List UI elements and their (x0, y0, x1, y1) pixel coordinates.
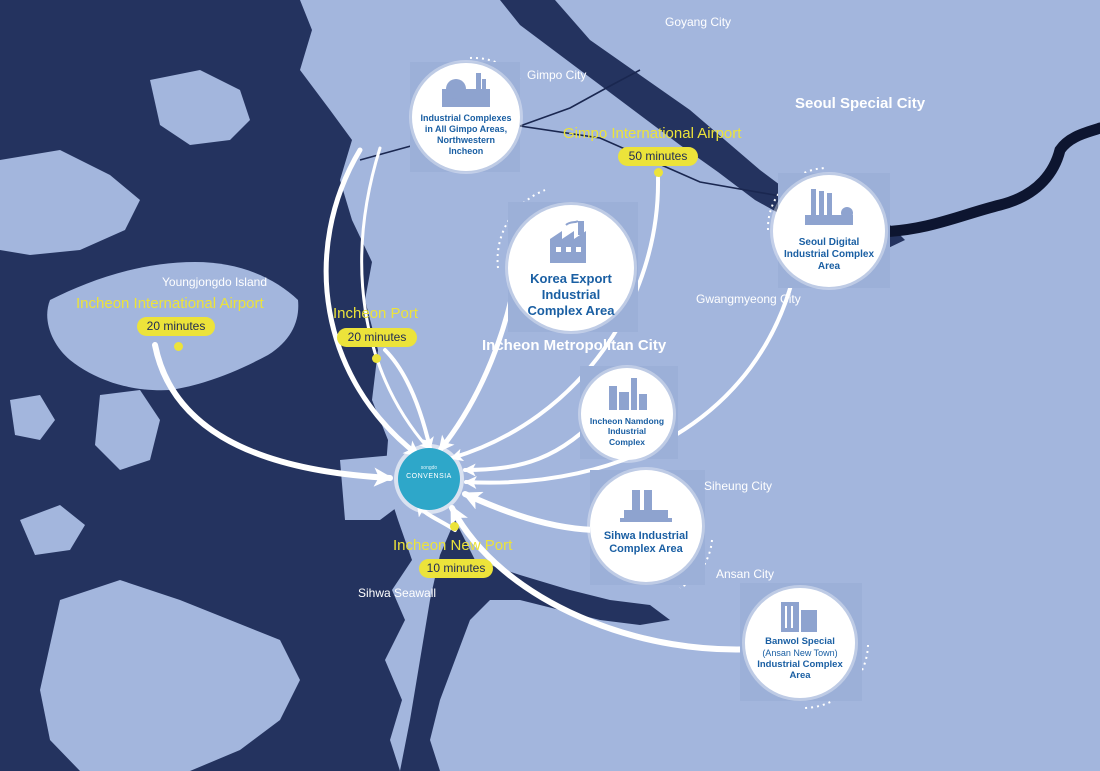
incheon-new-port-name: Incheon New Port (393, 537, 513, 554)
gimpo-airport-time: 50 minutes (618, 147, 698, 166)
factory-icon (550, 220, 586, 263)
industrial-plant-icon (442, 73, 490, 107)
complex-banwol-name: Banwol Special(Ansan New Town)Industrial… (757, 636, 843, 682)
han-river (500, 0, 905, 252)
songdo-reclaimed-land (340, 455, 400, 520)
industrial-buildings-icon (609, 378, 647, 410)
gimpo-airport-marker (654, 168, 663, 177)
arrow-sihwa (462, 491, 603, 533)
incheon-new-port-marker (450, 522, 459, 531)
incheon-airport-time: 20 minutes (137, 317, 215, 336)
logo-small-text: songdo (420, 465, 438, 471)
incheon-metro-label: Incheon Metropolitan City (482, 337, 667, 354)
arrow-incheon-airport (152, 342, 394, 487)
small-island (20, 505, 85, 555)
han-river-upper (874, 122, 1100, 238)
gimpo-city-label: Gimpo City (527, 68, 587, 82)
factory-chimneys-icon (805, 189, 853, 225)
incheon-port-marker (372, 354, 381, 363)
arrow-gimpo-complex-inner (360, 146, 430, 450)
incheon-port-time: 20 minutes (337, 328, 417, 347)
incheon-airport-marker (174, 342, 183, 351)
seoul-city-label: Seoul Special City (795, 95, 926, 112)
incheon-airport-name: Incheon International Airport (76, 295, 264, 312)
incheon-new-port-time: 10 minutes (419, 559, 493, 578)
arrow-gimpo-airport (449, 176, 661, 462)
southwest-island (95, 390, 160, 470)
sihwa-seawall-label: Sihwa Seawall (358, 586, 437, 600)
small-island (10, 395, 55, 440)
southern-islands (40, 580, 300, 771)
gimpo-airport-name: Gimpo International Airport (563, 125, 742, 142)
road (519, 69, 641, 127)
arrow-gimpo-complex (323, 147, 421, 458)
ansan-city-label: Ansan City (716, 567, 775, 581)
complex-banwol: Banwol Special(Ansan New Town)Industrial… (745, 588, 855, 698)
office-buildings-icon (781, 602, 817, 632)
gwangmyeong-city-label: Gwangmyeong City (696, 292, 801, 306)
youngjongdo-label: Youngjongdo Island (162, 275, 267, 289)
power-plant-icon (620, 490, 672, 522)
northwest-island (150, 70, 250, 145)
logo-main-text: CONVENSIA (406, 473, 452, 480)
arrow-incheon-port (383, 348, 434, 451)
south-coast-water (400, 520, 670, 771)
siheung-city-label: Siheung City (704, 479, 773, 493)
western-island (0, 150, 140, 255)
arrow-banwol (449, 505, 773, 653)
goyang-city-label: Goyang City (665, 15, 732, 29)
songdo-convensia-logo: songdo CONVENSIA (398, 448, 460, 510)
incheon-port-name: Incheon Port (333, 305, 419, 322)
